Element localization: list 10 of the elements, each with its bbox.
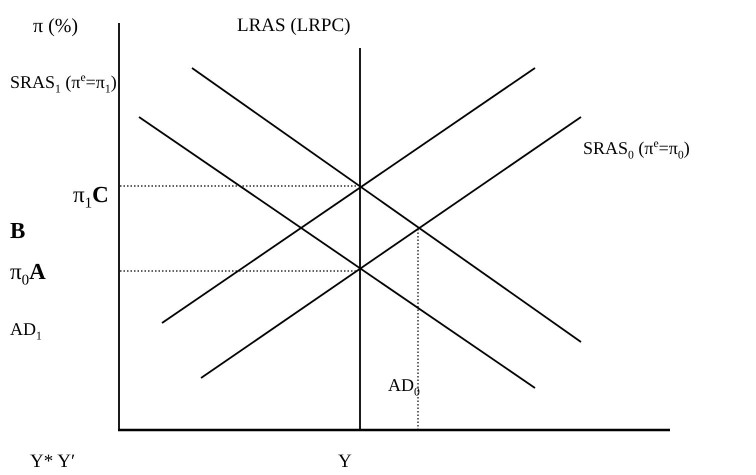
axis-label: Y — [338, 452, 352, 471]
curve-label: SRAS$_{1}$ (π$^{e}$=π$_{1}$) — [10, 72, 117, 96]
curve-label: LRAS (LRPC) — [237, 16, 350, 35]
point-label: π$_{1}$C — [73, 183, 109, 212]
curve-label: SRAS$_{0}$ (π$^{e}$=π$_{0}$) — [583, 138, 690, 162]
axis-label: Y* Y′ — [30, 452, 76, 471]
curve-label: AD$_{1}$ — [10, 320, 42, 342]
point-label: B — [10, 219, 26, 242]
point-label: π$_{0}$A — [10, 260, 46, 289]
axis-label: π (%) — [33, 16, 78, 36]
